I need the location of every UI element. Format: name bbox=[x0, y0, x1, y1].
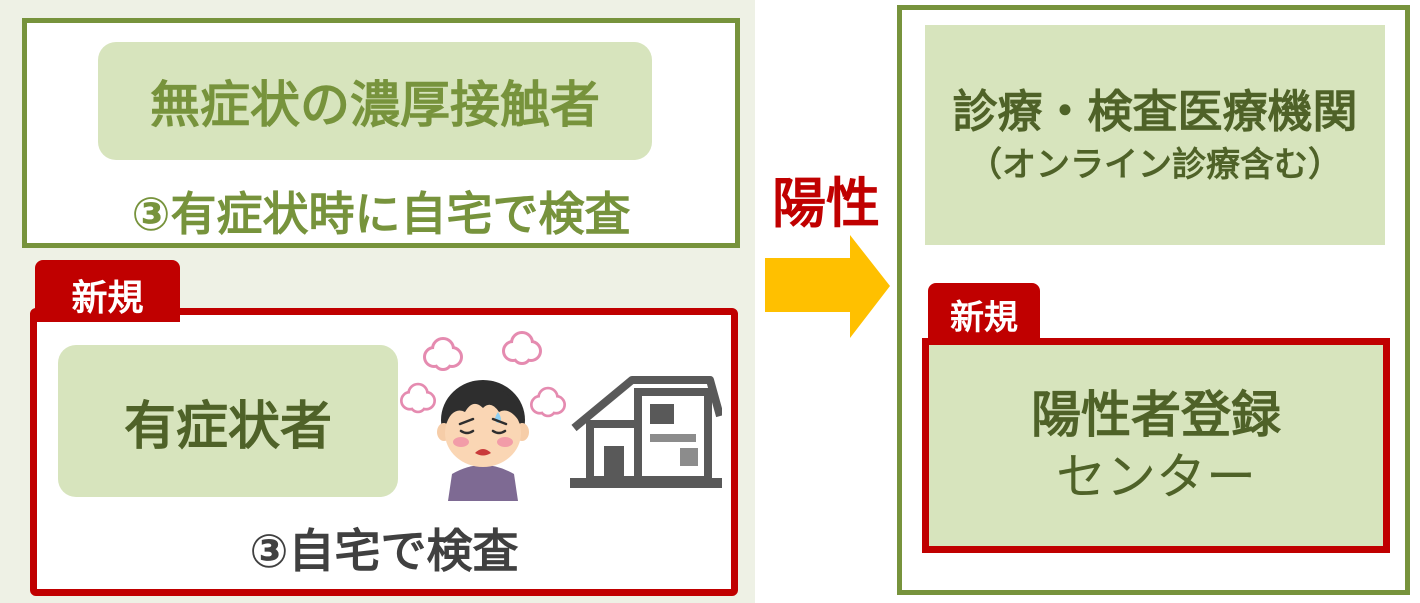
face-shape bbox=[445, 399, 521, 467]
new-tag-right: 新規 bbox=[928, 283, 1040, 343]
clinic-box: 診療・検査医療機関 （オンライン診療含む） bbox=[925, 25, 1385, 245]
clinic-subtitle: （オンライン診療含む） bbox=[968, 145, 1342, 185]
positive-label: 陽性 bbox=[772, 171, 880, 235]
steam-cloud-icon bbox=[505, 334, 539, 362]
asymptomatic-contact-caption: ③有症状時に自宅で検査 bbox=[131, 187, 631, 241]
shirt-shape bbox=[448, 465, 518, 501]
positive-registration-box: 陽性者登録 センター bbox=[922, 338, 1390, 553]
steam-cloud-icon bbox=[533, 389, 564, 414]
registration-title-line1: 陽性者登録 bbox=[1031, 385, 1281, 444]
symptomatic-caption: ③自宅で検査 bbox=[249, 524, 519, 578]
asymptomatic-contact-title: 無症状の濃厚接触者 bbox=[98, 42, 652, 160]
steam-cloud-icon bbox=[403, 385, 434, 410]
clinic-title: 診療・検査医療機関 bbox=[952, 85, 1358, 138]
sick-person-illustration bbox=[398, 326, 568, 501]
symptomatic-title: 有症状者 bbox=[58, 345, 398, 497]
house-icon bbox=[570, 372, 724, 492]
registration-title-line2: センター bbox=[1056, 447, 1256, 506]
steam-cloud-icon bbox=[426, 340, 460, 368]
right-arrow-icon bbox=[762, 232, 892, 342]
new-tag-left: 新規 bbox=[35, 260, 180, 322]
